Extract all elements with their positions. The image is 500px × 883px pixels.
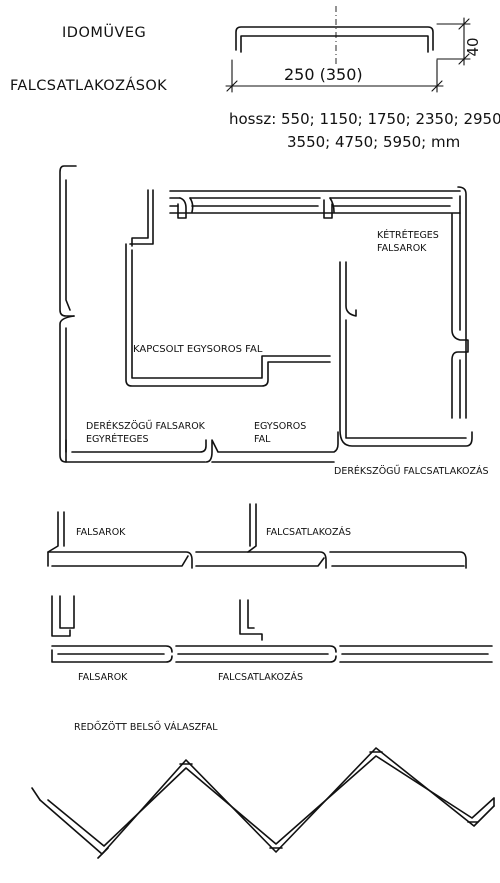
title: IDOMÜVEG [62,23,146,41]
label-derekszogu-falsarok-1: DERÉKSZÖGŰ FALSAROK [86,420,206,432]
label-falcsatlakozas-b: FALCSATLAKOZÁS [218,671,303,683]
label-ketreteges-2: FALSAROK [377,243,427,254]
label-falcsatlakozas-a: FALCSATLAKOZÁS [266,526,351,538]
zigzag-wall [31,747,495,859]
label-egysoros-2: FAL [254,434,271,445]
height-dimension: 40 [464,37,482,56]
lengths-line-1: hossz: 550; 1150; 1750; 2350; 2950 [229,110,500,128]
detail-b [51,595,493,663]
label-falsarok-b: FALSAROK [78,672,128,683]
label-derekszogu-falcs: DERÉKSZÖGŰ FALCSATLAKOZÁS [334,465,489,477]
plan-walls [59,165,473,463]
detail-a [47,503,467,569]
lengths-line-2: 3550; 4750; 5950; mm [287,133,460,151]
label-egysoros-1: EGYSOROS [254,421,306,432]
profile-section [225,6,471,93]
label-kapcsolt: KAPCSOLT EGYSOROS FAL [133,344,263,355]
label-ketreteges-1: KÉTRÉTEGES [377,229,439,241]
label-falsarok-a: FALSAROK [76,527,126,538]
subtitle: FALCSATLAKOZÁSOK [10,77,167,94]
width-dimension: 250 (350) [284,65,363,84]
label-redozott: REDŐZÖTT BELSŐ VÁLASZFAL [74,721,218,733]
label-derekszogu-falsarok-2: EGYRÉTEGES [86,433,149,445]
